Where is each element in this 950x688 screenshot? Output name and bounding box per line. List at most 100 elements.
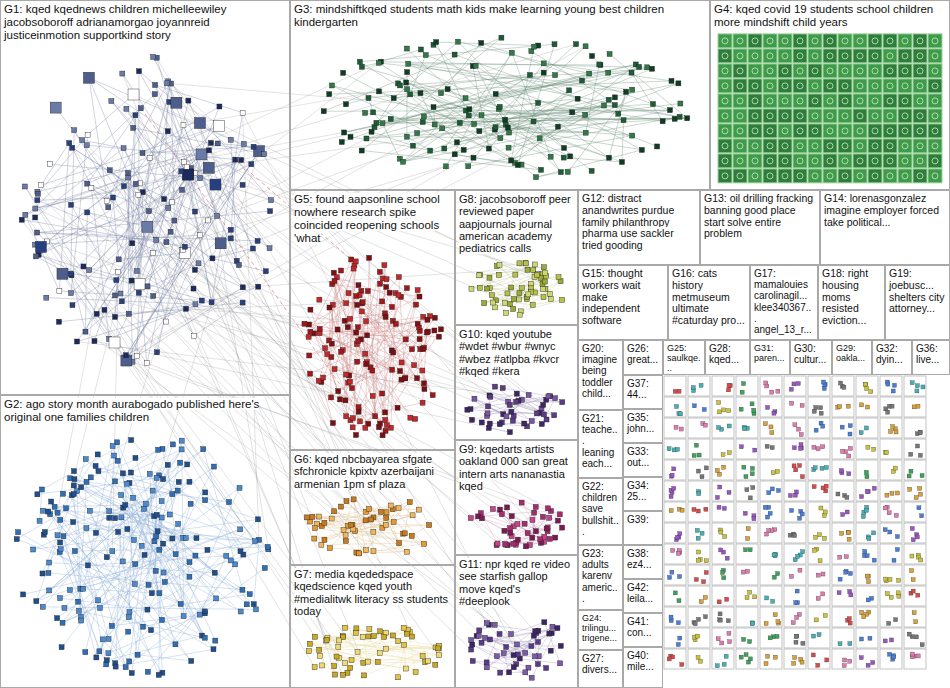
self-loop	[782, 68, 788, 74]
network-edge	[407, 137, 430, 151]
self-loop	[767, 143, 773, 149]
vertex-cell	[808, 49, 822, 63]
vertex	[425, 317, 430, 322]
vertex	[363, 518, 368, 523]
vertex	[509, 631, 514, 636]
vertex	[508, 530, 513, 535]
self-loop	[782, 158, 788, 164]
vertex	[497, 262, 502, 267]
vertex-cell	[898, 154, 912, 168]
self-loop	[797, 113, 803, 119]
vertex	[126, 170, 131, 175]
vertex	[57, 289, 62, 294]
vertex	[350, 416, 355, 421]
vertex	[353, 259, 358, 264]
network-edge	[394, 510, 419, 522]
vertex-cell	[778, 154, 792, 168]
self-loop	[902, 53, 908, 59]
self-loop	[812, 68, 818, 74]
vertex	[403, 376, 408, 381]
self-loop	[842, 158, 848, 164]
vertex-cell	[823, 49, 837, 63]
vertex	[405, 70, 410, 75]
network-edge	[481, 513, 550, 539]
vertex	[417, 294, 422, 299]
self-loop	[887, 98, 893, 104]
network-edge	[122, 253, 153, 301]
network-edge	[356, 633, 440, 646]
vertex-cell	[718, 169, 732, 183]
network-edge	[327, 333, 356, 355]
network-edge	[356, 333, 410, 418]
self-loop	[812, 53, 818, 59]
vertex	[373, 414, 378, 419]
vertex	[420, 653, 425, 658]
network-edge	[504, 642, 538, 653]
vertex	[515, 537, 520, 542]
vertex	[421, 114, 426, 119]
vertex	[398, 83, 403, 88]
vertex	[496, 272, 501, 277]
self-loop	[872, 53, 878, 59]
vertex-cell	[913, 64, 927, 78]
vertex	[383, 410, 388, 415]
vertex-cell	[928, 94, 942, 108]
vertex	[619, 160, 624, 165]
vertex	[356, 283, 361, 288]
self-loop	[917, 83, 923, 89]
vertex	[240, 110, 245, 115]
vertex-cell	[778, 139, 792, 153]
vertex-cell	[763, 154, 777, 168]
vertex	[349, 257, 354, 262]
vertex	[517, 261, 522, 266]
vertex	[534, 411, 539, 416]
vertex	[526, 665, 531, 670]
vertex	[493, 91, 498, 96]
network-edge	[535, 634, 549, 657]
self-loop	[827, 158, 833, 164]
vertex	[445, 87, 450, 92]
cross-group-edge	[195, 304, 319, 329]
network-edge	[509, 117, 680, 148]
vertex	[547, 515, 552, 520]
vertex	[407, 500, 412, 505]
vertex	[215, 214, 220, 219]
self-loop	[737, 53, 743, 59]
vertex-cell	[718, 124, 732, 138]
vertex	[442, 146, 447, 151]
vertex	[391, 350, 396, 355]
vertex	[415, 376, 420, 381]
vertex	[396, 639, 401, 644]
vertex	[589, 168, 594, 173]
vertex-cell	[763, 109, 777, 123]
self-loop	[857, 113, 863, 119]
vertex	[262, 152, 267, 157]
network-edge	[403, 98, 465, 162]
cross-group-edge	[147, 363, 558, 520]
vertex	[556, 275, 561, 280]
vertex	[536, 639, 541, 644]
vertex-cell	[823, 94, 837, 108]
vertex	[535, 272, 540, 277]
vertex-cell	[853, 34, 867, 48]
vertex-cell	[838, 79, 852, 93]
vertex	[553, 73, 558, 78]
vertex	[508, 526, 513, 531]
vertex	[345, 670, 350, 675]
vertex	[583, 112, 588, 117]
network-edge	[164, 81, 168, 199]
vertex	[144, 361, 149, 366]
self-loop	[737, 113, 743, 119]
network-edge	[482, 518, 504, 530]
network-edge	[94, 310, 104, 341]
self-loop	[842, 53, 848, 59]
vertex	[324, 637, 329, 642]
vertex	[364, 319, 369, 324]
vertex-cell	[763, 124, 777, 138]
vertex	[421, 347, 426, 352]
vertex	[120, 71, 125, 76]
vertex	[403, 666, 408, 671]
vertex	[477, 285, 482, 290]
vertex	[396, 506, 401, 511]
vertex	[384, 515, 389, 520]
